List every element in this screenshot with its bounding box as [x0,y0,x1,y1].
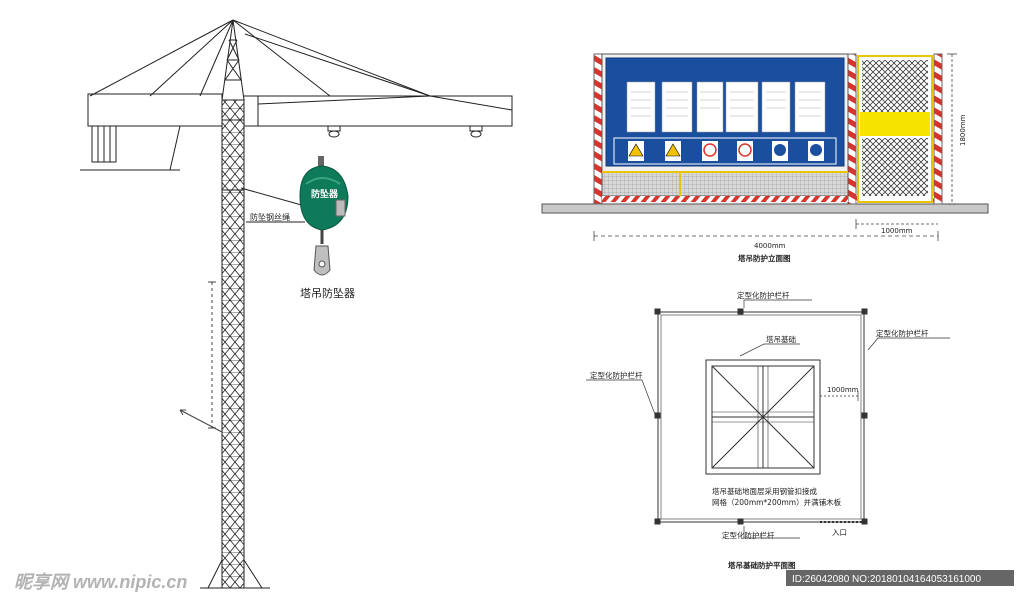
elevation-height-dim: 1800mm [959,114,967,146]
plan-title: 塔吊基础防护平面图 [728,560,796,570]
crane-mast [221,99,245,589]
post-right [933,53,943,205]
crane-jib [257,95,513,127]
watermark-id: ID:26042080 NO:20180104164053161000 [792,574,981,585]
watermark-id-bar [786,570,1014,586]
entrance-label: 入口 [832,528,847,537]
rope-label: 防坠钢丝绳 [250,212,290,222]
ground-slab [541,203,989,214]
elevation-drawing [541,53,989,241]
guardrail-posts [654,308,868,525]
plan-note-line1: 塔吊基础地面层采用钢管扣接成 [712,486,817,496]
gate-yellow-bar [860,112,930,136]
post-mid [847,53,857,205]
foundation-cross [711,365,815,469]
foundation-label: 塔吊基础 [766,334,796,344]
rail-left-label: 定型化防护栏杆 [590,370,643,380]
gate-mesh-bottom [862,138,928,196]
elevation-gate-dim: 1000mm [881,227,913,235]
hazard-band [602,196,848,202]
tie-rods [89,19,431,97]
rail-top-label: 定型化防护栏杆 [737,290,790,300]
plan-drawing [586,299,950,539]
sign-strip [613,137,837,165]
elevation-title: 塔吊防护立面图 [738,253,791,263]
foundation-outer [705,359,821,475]
post-left [593,53,603,205]
elevation-width-dim: 4000mm [754,242,786,250]
safety-signs [628,141,824,161]
plan-note-line2: 网格（200mm*200mm）并满铺木板 [712,497,842,507]
lower-mesh [601,171,849,197]
jib-trolley [327,125,483,138]
info-sheets [626,81,826,133]
rail-right-label: 定型化防护栏杆 [876,328,929,338]
device-logo-text: 防坠器 [311,188,339,199]
rail-bottom-label: 定型化防护栏杆 [722,530,775,540]
counter-jib [87,93,223,127]
plan-offset-dim: 1000mm [827,386,859,394]
watermark-brand: 昵享网 www.nipic.cn [14,572,187,592]
fall-arrester-device: 防坠器 [299,156,349,276]
gate-mesh-top [862,60,928,112]
height-indicator [179,281,223,433]
tower-crane [80,19,513,589]
fall-arrester-label: 塔吊防坠器 [300,286,355,300]
crane-base [207,559,263,589]
